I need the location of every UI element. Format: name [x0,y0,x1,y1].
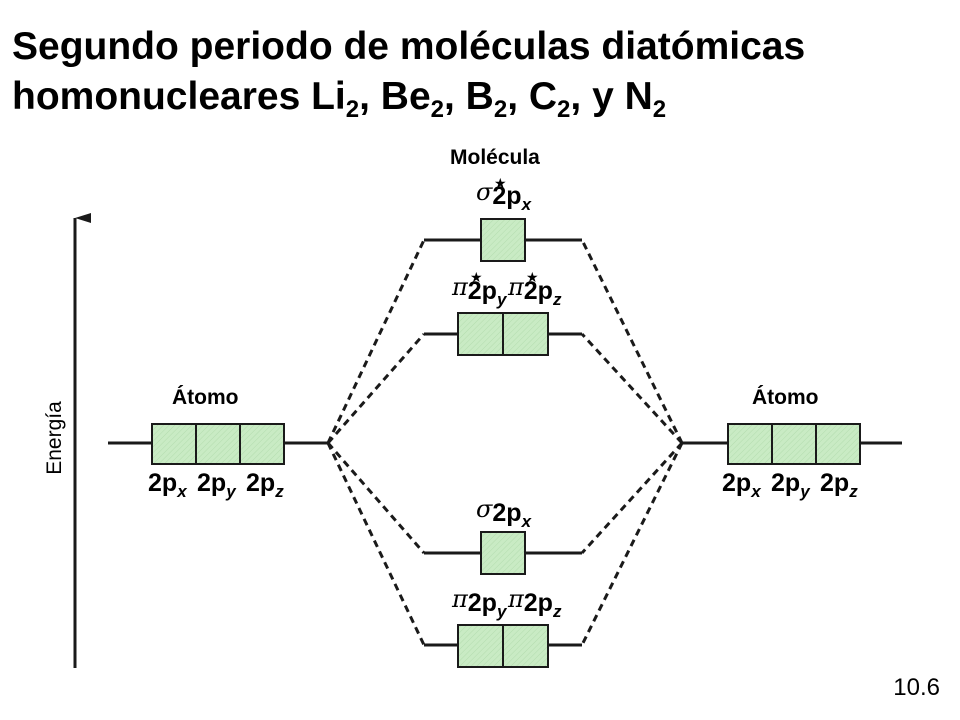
pi-star-2pz-marker: ★ [526,270,539,286]
svg-text:2py: 2py [771,469,811,501]
title-line-1: Segundo periodo de moléculas diatómicas [12,25,806,68]
title-line-2: homonucleares Li2, Be2, B2, C2, y N2 [12,75,667,123]
svg-text:2pz: 2pz [820,469,858,501]
pi-2pz-label: π2pz [507,585,562,621]
left-atom-orbital-boxes [151,423,285,465]
svg-text:2py: 2py [197,469,237,501]
page-number: 10.6 [893,674,940,701]
sigma-2px-level [424,531,582,575]
pi-star-2py-marker: ★ [470,270,483,286]
left-atom-orbital-labels: 2px 2py 2pz [148,469,284,501]
svg-text:2px: 2px [148,469,188,501]
right-atom-orbital-labels: 2px 2py 2pz [722,469,858,501]
pi-star-2py-label: π2py [451,273,508,309]
atom-label-left: Átomo [172,386,239,409]
pi-2p-level [424,624,582,668]
sigma-star-2px-label: σ2px [476,178,533,214]
molecule-label: Molécula [450,146,540,169]
svg-text:2px: 2px [722,469,762,501]
svg-text:2pz: 2pz [246,469,284,501]
pi-2py-label: π2py [451,585,508,621]
pi-star-2p-level [424,312,582,356]
pi-star-2pz-label: π2pz [507,273,562,309]
atom-label-right: Átomo [752,386,819,409]
sigma-star-2px-level [424,218,582,262]
page-title: Segundo periodo de moléculas diatómicas … [12,22,952,122]
right-atom-orbital-boxes [727,423,861,465]
sigma-2px-label: σ2px [476,495,533,531]
correlation-lines [326,239,684,646]
sigma-star-marker: ★ [494,176,507,192]
